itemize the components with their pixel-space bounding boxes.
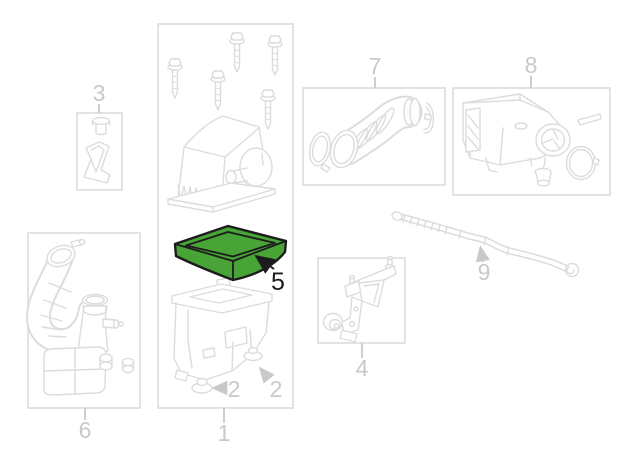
callout-1[interactable]: 1 (218, 420, 231, 446)
callout-5-highlighted[interactable]: 5 (271, 268, 285, 296)
grommet-left (191, 377, 213, 394)
air-cleaner-cover (167, 115, 276, 213)
grommet-right (243, 346, 263, 362)
callout-2-left[interactable]: 2 (228, 376, 241, 402)
callouts-group: 3 1 6 4 7 8 2 2 9 5 (79, 52, 538, 446)
callout-9[interactable]: 9 (478, 259, 491, 285)
intake-manifold-assembly (462, 93, 602, 187)
frame-air-cleaner-assembly[interactable] (157, 23, 294, 409)
callout-3[interactable]: 3 (93, 80, 106, 106)
callout-7[interactable]: 7 (369, 53, 382, 79)
callout-2-right[interactable]: 2 (270, 376, 283, 402)
mount-bracket (322, 255, 397, 343)
bolts-group (167, 32, 283, 130)
intake-hose-and-clamps (308, 95, 435, 173)
callout-9-arrow (475, 245, 490, 263)
air-filter-highlighted[interactable] (173, 224, 288, 282)
callout-5-arrow (254, 254, 276, 274)
grommet-and-bracket (83, 116, 111, 184)
duct-bushings (99, 353, 135, 374)
air-cleaner-housing (171, 277, 273, 382)
intake-duct-resonator (26, 238, 135, 396)
callout-8[interactable]: 8 (525, 52, 538, 78)
callout-6[interactable]: 6 (79, 417, 92, 443)
air-filter-body[interactable] (173, 224, 288, 282)
frame-intake-hose[interactable] (302, 87, 446, 186)
callout-4[interactable]: 4 (356, 355, 369, 381)
vent-hose (391, 211, 580, 278)
callout-2-right-arrow (258, 366, 275, 384)
